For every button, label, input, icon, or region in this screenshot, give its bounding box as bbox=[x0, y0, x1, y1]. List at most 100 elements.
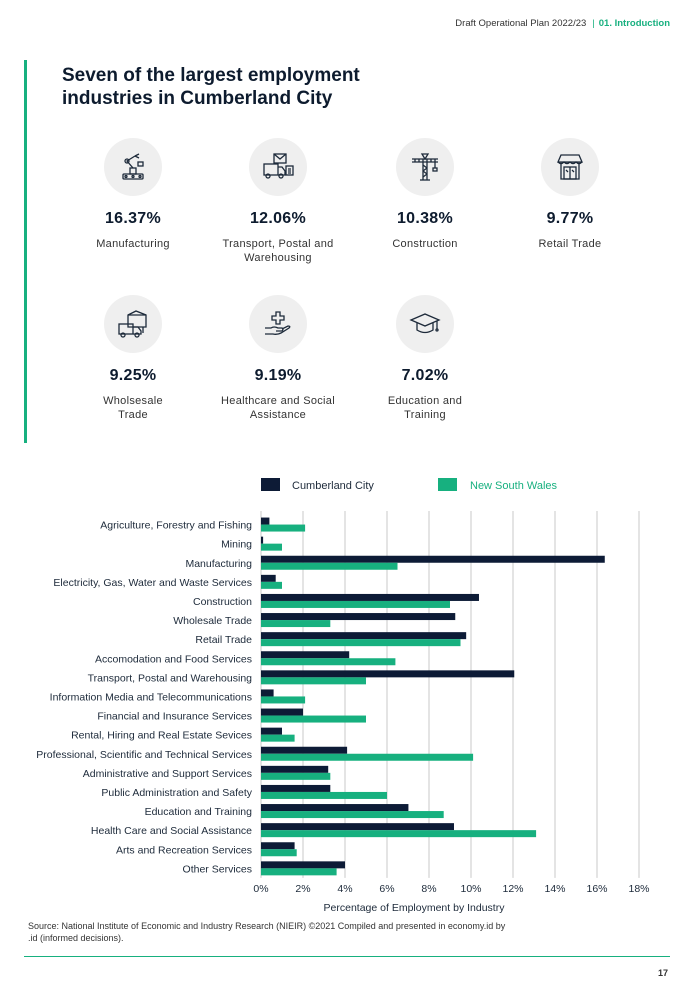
bar bbox=[261, 581, 282, 589]
x-tick-label: 18% bbox=[628, 883, 649, 895]
category-label: Financial and Insurance Services bbox=[97, 711, 252, 723]
bar bbox=[261, 613, 456, 621]
page-number: 17 bbox=[657, 968, 668, 978]
hand-medical-cross-icon bbox=[249, 295, 307, 353]
bar bbox=[261, 600, 450, 608]
bar bbox=[261, 784, 331, 792]
bar bbox=[261, 639, 461, 647]
category-label: Agriculture, Forestry and Fishing bbox=[100, 520, 252, 532]
accent-bar bbox=[24, 60, 27, 443]
bar bbox=[261, 696, 306, 704]
category-label: Education and Training bbox=[145, 806, 253, 818]
bar bbox=[261, 772, 331, 780]
category-label: Electricity, Gas, Water and Waste Servic… bbox=[53, 577, 252, 589]
bar bbox=[261, 746, 348, 754]
bar bbox=[261, 868, 337, 876]
bar bbox=[261, 543, 282, 551]
x-tick-label: 2% bbox=[295, 883, 310, 895]
bar bbox=[261, 574, 276, 582]
category-label: Rental, Hiring and Real Estate Sevices bbox=[71, 730, 252, 742]
category-label: Other Services bbox=[183, 863, 252, 875]
stat-label: Construction bbox=[392, 238, 458, 250]
x-tick-label: 14% bbox=[544, 883, 565, 895]
employment-bar-chart: 0% 2% 4% 6% 8% 10% 12% 14% 16% 18% Cumberland City… bbox=[0, 465, 694, 915]
document-title: Draft Operational Plan 2022/23 bbox=[455, 18, 587, 29]
bar bbox=[261, 536, 264, 544]
bar bbox=[261, 765, 329, 773]
category-label: Arts and Recreation Services bbox=[116, 844, 252, 856]
legend-swatch bbox=[261, 478, 280, 491]
bar bbox=[261, 670, 515, 678]
bar bbox=[261, 689, 274, 697]
truck-warehouse-icon bbox=[104, 295, 162, 353]
storefront-icon bbox=[541, 138, 599, 196]
bar bbox=[261, 861, 345, 869]
bar bbox=[261, 842, 295, 850]
header-separator: | bbox=[592, 18, 595, 29]
bar bbox=[261, 727, 282, 735]
stat-value: 12.06% bbox=[249, 210, 307, 227]
legend-label: Cumberland City bbox=[292, 480, 374, 492]
bar bbox=[261, 804, 409, 812]
category-label: Accomodation and Food Services bbox=[95, 653, 252, 665]
bar bbox=[261, 677, 366, 685]
stat-value: 9.25% bbox=[109, 367, 157, 384]
stat-retail: 9.77% Retail Trade bbox=[500, 138, 640, 251]
stat-value: 9.19% bbox=[254, 367, 302, 384]
bar bbox=[261, 823, 454, 831]
page-header: Draft Operational Plan 2022/23 |01. Intro… bbox=[455, 18, 670, 29]
x-tick-label: 10% bbox=[460, 883, 481, 895]
x-tick-label: 12% bbox=[502, 883, 523, 895]
bar bbox=[261, 708, 303, 716]
stat-construction: 10.38% Construction bbox=[355, 138, 495, 251]
delivery-truck-mail-icon bbox=[249, 138, 307, 196]
crane-icon bbox=[396, 138, 454, 196]
stat-value: 10.38% bbox=[396, 210, 454, 227]
bar bbox=[261, 753, 474, 761]
stat-label: Retail Trade bbox=[538, 238, 602, 250]
category-label: Transport, Postal and Warehousing bbox=[88, 672, 253, 684]
bar bbox=[261, 715, 366, 723]
x-tick-label: 4% bbox=[337, 883, 352, 895]
chart-svg: 0% 2% 4% 6% 8% 10% 12% 14% 16% 18% Cumberland City… bbox=[36, 478, 650, 914]
category-label: Wholesale Trade bbox=[173, 615, 252, 627]
bar bbox=[261, 524, 306, 532]
graduation-cap-icon bbox=[396, 295, 454, 353]
category-label: Health Care and Social Assistance bbox=[91, 825, 252, 837]
x-axis-label: Percentage of Employment by Industry bbox=[324, 902, 506, 914]
stat-transport: 12.06% Transport, Postal and Warehousing bbox=[208, 138, 348, 265]
category-label: Construction bbox=[193, 596, 252, 608]
bar bbox=[261, 830, 537, 838]
stat-value: 7.02% bbox=[401, 367, 449, 384]
x-tick-label: 6% bbox=[379, 883, 394, 895]
bar bbox=[261, 562, 398, 570]
stat-wholesale: 9.25% Wholsesale Trade bbox=[63, 295, 203, 422]
stat-manufacturing: 16.37% Manufacturing bbox=[63, 138, 203, 251]
source-note: Source: National Institute of Economic a… bbox=[28, 921, 506, 943]
category-label: Manufacturing bbox=[185, 558, 252, 570]
category-label: Retail Trade bbox=[195, 634, 252, 646]
bar bbox=[261, 593, 479, 601]
bar bbox=[261, 517, 270, 525]
stat-education: 7.02% Education and Training bbox=[355, 295, 495, 422]
x-tick-label: 8% bbox=[421, 883, 436, 895]
bar bbox=[261, 658, 396, 666]
page-title: Seven of the largest employment industri… bbox=[62, 65, 360, 109]
bar bbox=[261, 791, 387, 799]
category-label: Information Media and Telecommunications bbox=[50, 691, 252, 703]
bar bbox=[261, 620, 331, 628]
stat-label: Healthcare and Social Assistance bbox=[221, 395, 335, 421]
x-tick-label: 16% bbox=[586, 883, 607, 895]
stat-label: Transport, Postal and Warehousing bbox=[222, 238, 334, 264]
stat-label: Wholsesale Trade bbox=[103, 395, 163, 421]
x-tick-label: 0% bbox=[253, 883, 268, 895]
section-label: 01. Introduction bbox=[598, 18, 670, 29]
footer-divider bbox=[24, 956, 670, 957]
bar bbox=[261, 849, 297, 857]
bar bbox=[261, 632, 467, 640]
robot-arm-icon bbox=[104, 138, 162, 196]
stat-value: 9.77% bbox=[546, 210, 594, 227]
bar bbox=[261, 555, 605, 563]
legend-label: New South Wales bbox=[470, 480, 558, 492]
category-label: Professional, Scientific and Technical S… bbox=[36, 749, 252, 761]
